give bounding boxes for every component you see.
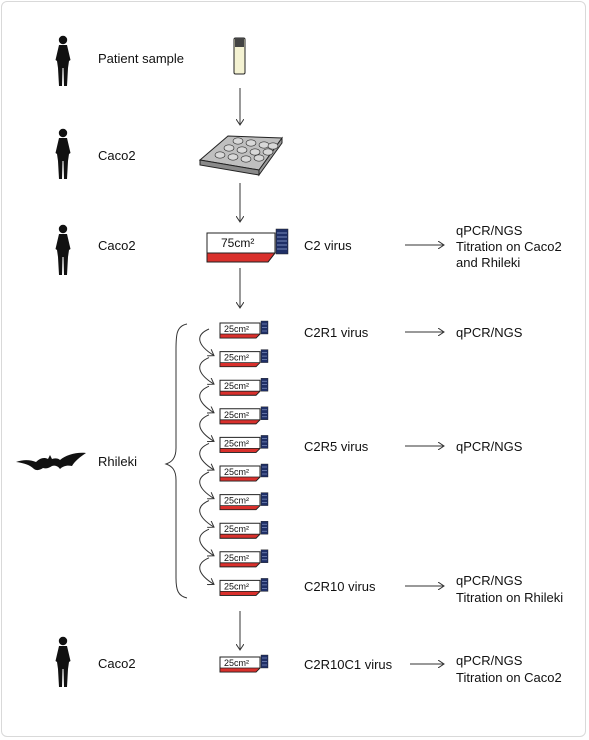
passage-arrow <box>199 357 214 385</box>
flask-25: 25cm² <box>219 492 269 511</box>
c2r10-virus-row: C2R10 virus qPCR/NGS Titration on Rhilek… <box>304 573 563 605</box>
c2r5-virus-label: C2R5 virus <box>304 439 369 454</box>
flask-25-label: 25cm² <box>224 381 249 391</box>
flask-25: 25cm² <box>219 406 269 425</box>
flask-25: 25cm² <box>219 349 269 368</box>
c2r1-virus-row: C2R1 virus qPCR/NGS <box>304 325 523 340</box>
flask-25: 25cm² <box>219 320 269 339</box>
flask-25-final: 25cm² <box>219 654 269 673</box>
caco2-label: Caco2 <box>98 238 136 253</box>
c2r5-virus-row: C2R5 virus qPCR/NGS <box>304 439 523 454</box>
flask-25: 25cm² <box>219 578 269 596</box>
sample-tube <box>233 37 246 75</box>
c2r1-virus-label: C2R1 virus <box>304 325 369 340</box>
passage-arrow <box>199 471 214 499</box>
c2-virus-row: C2 virus qPCR/NGS Titration on Caco2 and… <box>304 223 562 270</box>
c2r10c1-virus-row: C2R10C1 virus qPCR/NGS Titration on Caco… <box>304 653 562 685</box>
well-plate <box>198 135 283 177</box>
bat-silhouette-icon <box>16 452 86 471</box>
output-qpcr-ngs: qPCR/NGS <box>456 325 523 340</box>
flask-25-label: 25cm² <box>224 324 249 334</box>
output-titration-rhileki: Titration on Rhileki <box>456 590 563 605</box>
flask-25-label: 25cm² <box>224 524 249 534</box>
caco2-label: Caco2 <box>98 656 136 671</box>
flask-25: 25cm² <box>219 435 269 453</box>
rhileki-row: Rhileki <box>16 452 137 471</box>
flask-25-label: 25cm² <box>224 467 249 477</box>
flask-25-label: 25cm² <box>224 496 249 506</box>
passage-arrow <box>199 528 214 556</box>
flask-25-label: 25cm² <box>224 410 249 420</box>
rhileki-label: Rhileki <box>98 454 137 469</box>
flask-25: 25cm² <box>219 654 269 673</box>
passage-arrow <box>199 385 214 413</box>
flask-25-label: 25cm² <box>224 581 249 591</box>
c2-virus-label: C2 virus <box>304 238 352 253</box>
flask-25: 25cm² <box>219 549 269 568</box>
flask-25-label: 25cm² <box>224 438 249 448</box>
patient-sample-label: Patient sample <box>98 51 184 66</box>
flask-25-label: 25cm² <box>224 658 249 668</box>
flask-25-label: 25cm² <box>224 353 249 363</box>
human-silhouette-icon <box>55 128 71 179</box>
patient-row: Patient sample <box>55 35 184 86</box>
passage-arrow <box>199 557 214 585</box>
passage-arrow <box>199 414 214 442</box>
rhileki-passages: 25cm² 25cm² 25cm² 25cm² 25cm² 25cm² 25cm² 25cm²… <box>199 320 269 596</box>
c2r10-virus-label: C2R10 virus <box>304 579 376 594</box>
flask-75-label: 75cm² <box>221 236 254 250</box>
output-titration-caco2: Titration on Caco2 <box>456 670 562 685</box>
flask-25: 25cm² <box>219 378 269 396</box>
passage-arrow <box>199 442 214 470</box>
output-qpcr-ngs: qPCR/NGS <box>456 573 523 588</box>
caco2-label: Caco2 <box>98 148 136 163</box>
output-qpcr-ngs: qPCR/NGS <box>456 439 523 454</box>
flask-75: 75cm² <box>206 228 289 263</box>
output-qpcr-ngs: qPCR/NGS <box>456 223 523 238</box>
human-silhouette-icon <box>55 636 71 687</box>
output-and-rhileki: and Rhileki <box>456 255 520 270</box>
passage-arrow <box>199 500 214 528</box>
flask-25: 25cm² <box>219 463 269 482</box>
human-silhouette-icon <box>55 35 71 86</box>
caco2-plate-row: Caco2 <box>55 128 136 179</box>
c2r10c1-virus-label: C2R10C1 virus <box>304 657 393 672</box>
passage-brace <box>164 323 188 599</box>
flask-25-label: 25cm² <box>224 553 249 563</box>
caco2-flask-row: Caco2 <box>55 224 136 275</box>
output-qpcr-ngs: qPCR/NGS <box>456 653 523 668</box>
flask-25: 25cm² <box>219 521 269 539</box>
output-titration-caco2: Titration on Caco2 <box>456 239 562 254</box>
human-silhouette-icon <box>55 224 71 275</box>
passage-arrow <box>199 328 214 356</box>
caco2-final-row: Caco2 <box>55 636 136 687</box>
